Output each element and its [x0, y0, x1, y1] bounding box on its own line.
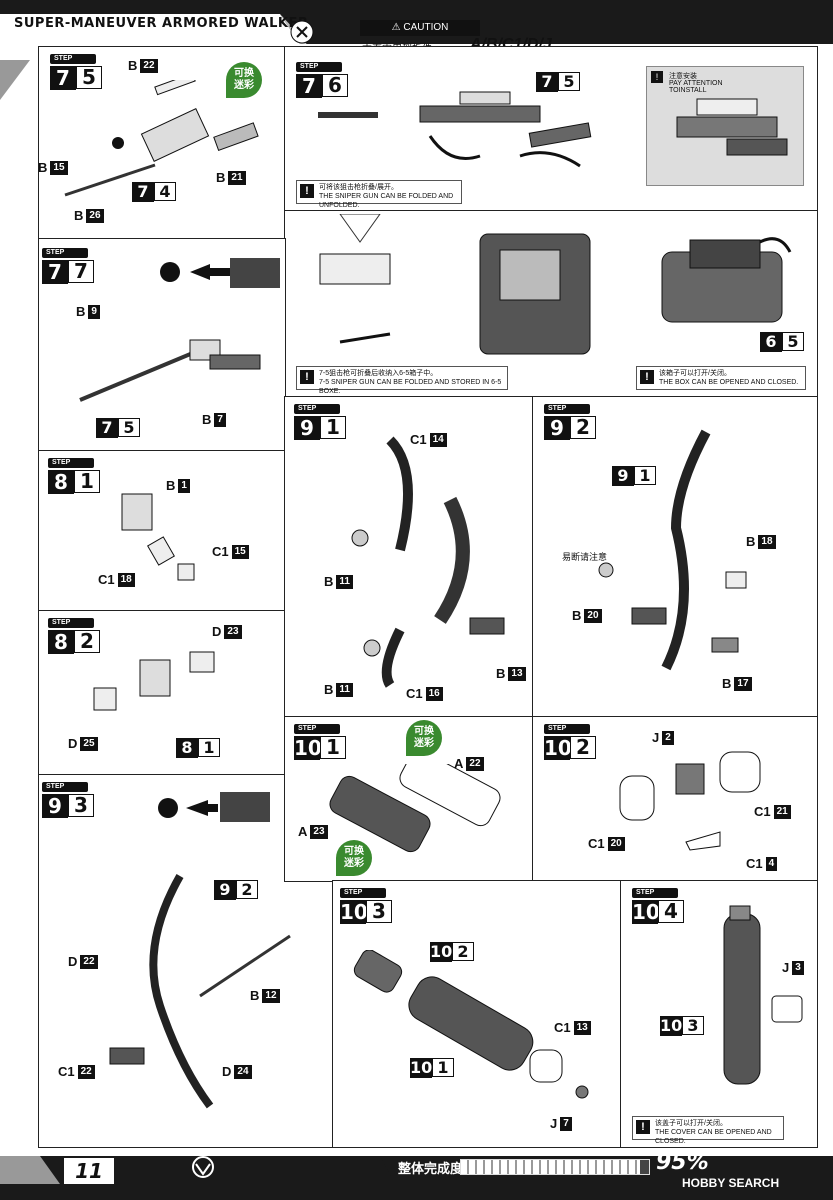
panel-step-9-2 — [532, 396, 818, 718]
grip-assembly-drawing — [93, 651, 215, 711]
bow-assembly-drawing — [351, 436, 505, 688]
note-cover: !该盖子可以打开/关闭。THE COVER CAN BE OPENED AND … — [632, 1116, 784, 1145]
attention-inset: ! 注意安装 PAY ATTENTION TOINSTALL — [646, 66, 804, 186]
cylinder-halves-drawing — [329, 764, 501, 853]
closed-box-drawing — [661, 237, 792, 323]
caution-label: ⚠ CAUTION — [360, 20, 480, 36]
brand-logo-icon — [192, 1156, 214, 1178]
cylinder-assembly-drawing — [353, 950, 589, 1099]
note-storage: !7-5狙击枪可折叠后收纳入6-5箱子中。7-5 SNIPER GUN CAN … — [296, 366, 508, 395]
side-strip — [0, 60, 30, 100]
rifle-parts-drawing — [64, 80, 259, 197]
note-sniper-fold: !可将该狙击枪折叠/展开。THE SNIPER GUN CAN BE FOLDE… — [296, 180, 462, 209]
sniper-fold-drawing — [318, 91, 592, 168]
swap-camo-badge-3: 可换 迷彩 — [336, 840, 372, 876]
swap-camo-badge-2: 可换 迷彩 — [406, 720, 442, 756]
nipper-icon — [290, 20, 314, 44]
panel-step-9-1 — [284, 396, 534, 718]
rifle-mount-drawing — [79, 258, 280, 402]
page-number: 11 — [64, 1158, 114, 1184]
progress-fill — [461, 1160, 640, 1174]
upright-cylinder-drawing — [723, 905, 803, 1085]
progress-bar — [460, 1159, 650, 1175]
fragile-note: 易断请注意 — [562, 552, 608, 562]
swap-camo-badge: 可换 迷彩 — [226, 62, 262, 98]
endcap-drawing — [619, 751, 761, 851]
progress-label: 整体完成度 — [398, 1161, 464, 1176]
manual-title: SUPER-MANEUVER ARMORED WALKER — [14, 16, 309, 31]
storage-drawing — [319, 214, 591, 355]
note-box: !该箱子可以打开/关闭。THE BOX CAN BE OPENED AND CL… — [636, 366, 806, 390]
bow-complete-drawing — [598, 429, 747, 671]
bow-mount-drawing — [109, 792, 291, 1109]
grip-drawing — [121, 493, 195, 581]
watermark: HOBBY SEARCH — [682, 1176, 780, 1190]
progress-percent: 95% — [656, 1150, 709, 1175]
